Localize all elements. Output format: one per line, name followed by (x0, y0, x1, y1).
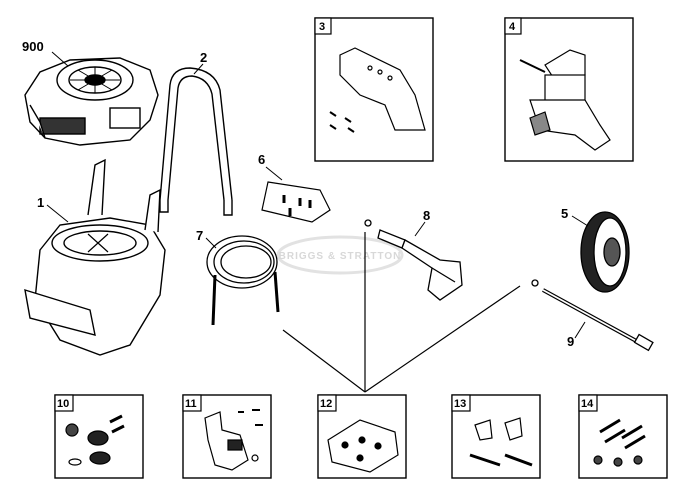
handle-illustration (159, 67, 233, 216)
box-10-tag (54, 394, 74, 412)
watermark-text: BRIGGS & STRATTON (279, 251, 402, 262)
frame-illustration (24, 158, 166, 356)
box-3-tag (314, 17, 332, 35)
box-14-label: 14 (581, 398, 594, 410)
box-4-label: 4 (509, 21, 516, 33)
box-11-tag (182, 394, 202, 412)
callout-8: 8 (423, 208, 430, 223)
spray-wand-illustration (531, 279, 654, 352)
leader-5 (571, 215, 589, 227)
engine-illustration (24, 57, 159, 146)
leader-9 (574, 321, 586, 339)
brand-watermark: BRIGGS & STRATTON (276, 235, 404, 275)
box-13-tag (451, 394, 471, 412)
hardware-kit-illustration (261, 181, 331, 223)
callout-1: 1 (37, 195, 44, 210)
hose-illustration (206, 235, 280, 326)
box-11-label: 11 (185, 398, 197, 410)
callout-900: 900 (22, 39, 44, 54)
pump-illustration (519, 49, 611, 151)
box-14-tag (578, 394, 598, 412)
callout-5: 5 (561, 206, 568, 221)
box-3-label: 3 (319, 21, 325, 33)
panel-kit-illustration (327, 419, 399, 473)
leader-6 (265, 166, 283, 181)
leader-2 (193, 63, 204, 75)
detergent-tank-illustration (204, 409, 263, 471)
leader-8 (414, 221, 426, 237)
callout-9: 9 (567, 334, 574, 349)
callout-7: 7 (196, 228, 203, 243)
engine-bracket-illustration (329, 47, 426, 133)
connector-lines (282, 232, 521, 393)
nozzle-kit-illustration (469, 417, 533, 467)
box-12-tag (317, 394, 337, 412)
box-10-label: 10 (57, 398, 69, 410)
leader-7 (205, 237, 217, 249)
wheel-illustration (580, 211, 630, 293)
leader-900 (51, 51, 69, 67)
box-13-label: 13 (454, 398, 466, 410)
box-4-tag (504, 17, 522, 35)
callout-6: 6 (258, 152, 265, 167)
spray-gun-illustration (364, 219, 463, 301)
callout-2: 2 (200, 50, 207, 65)
wheel-hardware-illustration (65, 414, 125, 466)
bolt-kit-illustration (593, 418, 646, 467)
leader-1 (46, 204, 69, 223)
box-12-label: 12 (320, 398, 332, 410)
